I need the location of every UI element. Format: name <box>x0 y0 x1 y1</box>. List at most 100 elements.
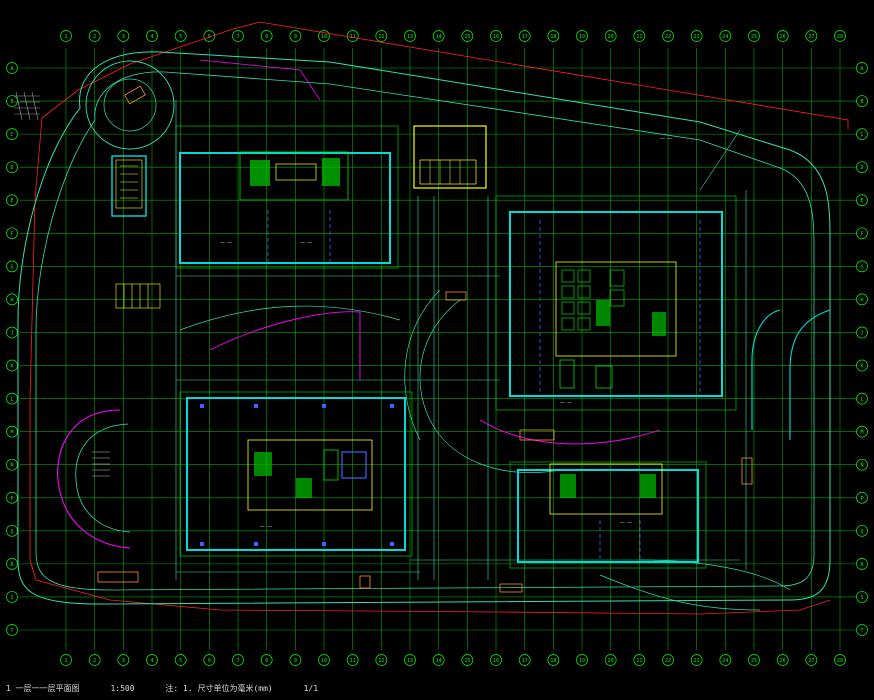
grid-bubble-bottom: 23 <box>690 654 703 666</box>
inner-road-outline <box>35 71 815 591</box>
svg-text:7: 7 <box>236 658 239 664</box>
grid-bubble-right: E <box>856 194 868 207</box>
grid-bubble-left: S <box>6 591 18 603</box>
building-d <box>509 461 707 569</box>
svg-text:10: 10 <box>321 658 327 664</box>
building-c <box>179 391 413 557</box>
grid-bubble-left: R <box>6 558 18 570</box>
grid-bubble-top: 13 <box>404 30 416 42</box>
grid-bubble-bottom: 8 <box>260 654 273 666</box>
grid-bubble-bottom: 17 <box>518 654 531 666</box>
dimension-marks: —— —— —— —— —— —— —— —— —— —— —— —— <box>220 136 673 529</box>
svg-text:G: G <box>860 264 863 270</box>
caption-note: 注: 1. 尺寸单位为毫米(mm) <box>165 684 273 693</box>
grid-bubble-top: 19 <box>576 30 588 42</box>
site-roads <box>175 100 747 580</box>
svg-text:H: H <box>10 297 13 303</box>
grid-bubble-top: 14 <box>432 30 445 42</box>
svg-text:C: C <box>860 132 863 138</box>
svg-text:7: 7 <box>236 34 239 40</box>
property-boundary <box>41 21 849 130</box>
grid-bubble-left: D <box>6 161 18 174</box>
grid-bubble-bottom: 27 <box>805 654 818 666</box>
svg-text:T: T <box>10 628 13 634</box>
grid-bubble-top: 9 <box>289 30 302 42</box>
central-curve-3 <box>404 289 441 441</box>
svg-text:2: 2 <box>93 658 96 664</box>
grid-bubble-bottom: 11 <box>346 654 359 666</box>
grid-bubble-bottom: 13 <box>404 654 416 666</box>
grid-bubble-bottom: 4 <box>146 654 158 666</box>
grid-bubble-bottom: 1 <box>60 654 72 666</box>
grid-bubble-top: 2 <box>88 30 101 42</box>
svg-text:8: 8 <box>265 34 268 40</box>
svg-text:9: 9 <box>294 34 297 40</box>
svg-text:21: 21 <box>636 34 642 40</box>
grid-bubble-top: 15 <box>461 30 474 42</box>
svg-text:N: N <box>860 463 863 469</box>
svg-text:21: 21 <box>636 658 642 664</box>
svg-text:5: 5 <box>179 34 182 40</box>
svg-text:D: D <box>860 165 863 171</box>
svg-text:22: 22 <box>665 34 671 40</box>
building-a <box>175 125 399 269</box>
svg-text:K: K <box>10 364 13 370</box>
central-curve-1 <box>179 305 401 331</box>
svg-text:24: 24 <box>722 658 728 664</box>
svg-text:—— ——: —— —— <box>620 520 633 525</box>
outer-road-outline <box>17 51 831 605</box>
magenta-lower-curve <box>479 419 661 445</box>
parking-orange-spots <box>97 85 753 593</box>
svg-text:19: 19 <box>579 658 585 664</box>
grid-bubble-left: E <box>6 194 18 207</box>
grid-bubble-right: T <box>856 624 868 636</box>
grid-bubble-bottom: 20 <box>604 654 617 666</box>
grid-bubble-right: B <box>856 95 868 107</box>
grid-bubble-left: T <box>6 624 18 636</box>
grid-bubble-left: F <box>6 227 18 240</box>
grid-bubble-top: 25 <box>748 30 760 42</box>
svg-text:26: 26 <box>780 34 786 40</box>
svg-text:28: 28 <box>837 34 843 40</box>
grid-bubble-top: 17 <box>518 30 531 42</box>
grid-bubble-left: G <box>6 260 18 273</box>
grid-bubble-left: K <box>6 359 18 372</box>
svg-text:D: D <box>10 165 13 171</box>
grid-bubble-top: 16 <box>490 30 502 42</box>
grid-bubble-bottom: 5 <box>174 654 187 666</box>
svg-text:S: S <box>10 595 13 601</box>
grid-bubble-top: 11 <box>346 30 359 42</box>
grid-bubble-left: J <box>6 326 18 339</box>
grid-bubble-bottom: 18 <box>547 654 560 666</box>
roundabout-outer <box>85 60 175 150</box>
property-boundary-south <box>29 559 831 615</box>
garden-hatch <box>92 451 110 477</box>
svg-text:9: 9 <box>294 658 297 664</box>
svg-text:16: 16 <box>493 658 499 664</box>
grid-bubble-right: C <box>856 128 868 140</box>
grid-bubble-left: M <box>6 425 18 438</box>
svg-text:E: E <box>10 198 13 204</box>
svg-text:B: B <box>860 99 863 105</box>
grid-bubble-top: 18 <box>547 30 560 42</box>
grid-bubble-bottom: 7 <box>232 654 244 666</box>
svg-text:Q: Q <box>10 529 13 535</box>
svg-text:22: 22 <box>665 658 671 664</box>
svg-text:23: 23 <box>694 34 700 40</box>
grid-bubble-right: D <box>856 161 868 174</box>
svg-text:12: 12 <box>378 658 384 664</box>
property-boundary-west <box>29 117 43 560</box>
svg-text:—— ——: —— —— <box>300 240 313 245</box>
grid-bubble-right: F <box>856 227 868 240</box>
grid-bubble-bottom: 3 <box>117 654 130 666</box>
svg-text:4: 4 <box>150 34 153 40</box>
svg-text:19: 19 <box>579 34 585 40</box>
svg-text:26: 26 <box>780 658 786 664</box>
grid-bubble-left: C <box>6 128 18 140</box>
drawing-caption: 1 一层一一层平面图 1:500 注: 1. 尺寸单位为毫米(mm) 1/1 <box>6 683 344 694</box>
grid-bubble-bottom: 14 <box>432 654 445 666</box>
svg-text:F: F <box>860 231 863 237</box>
grid-bubble-top: 24 <box>719 30 732 42</box>
